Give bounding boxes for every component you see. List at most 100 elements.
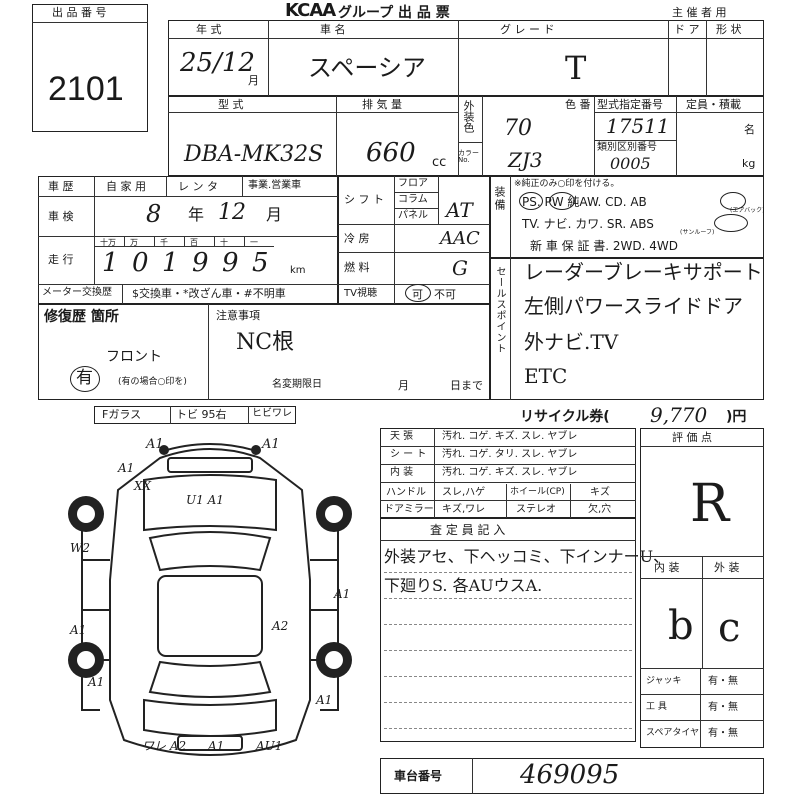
sales-point-4: ETC bbox=[524, 364, 568, 388]
abs-circle bbox=[714, 214, 748, 232]
exterior-grade: c bbox=[718, 605, 741, 651]
windshield bbox=[148, 531, 272, 572]
damage-mark-rear-center: A1 bbox=[208, 739, 225, 753]
car-damage-diagram bbox=[68, 443, 352, 756]
mileage-label: 走 行 bbox=[48, 253, 74, 266]
year-label: 年 式 bbox=[196, 23, 222, 36]
chassis-label: 車台番号 bbox=[394, 769, 443, 783]
hood-outline bbox=[143, 474, 277, 532]
specs-frame bbox=[338, 176, 490, 304]
tool-label-0: ジャッキ bbox=[646, 676, 682, 686]
mileage-unit-0: 十万 bbox=[100, 238, 116, 247]
deadline-day: 日まで bbox=[450, 379, 483, 392]
tool-value-2: 有・無 bbox=[708, 728, 738, 739]
mileage-digit-4: 9 bbox=[222, 248, 239, 278]
color-no-label: カラーNo. bbox=[458, 149, 479, 164]
shape-label: 形 状 bbox=[716, 23, 742, 36]
name-change-deadline-label: 名変期限日 bbox=[272, 379, 322, 390]
displacement-value: 660 bbox=[366, 138, 416, 168]
front-grille bbox=[167, 457, 253, 473]
tv-yes-circle bbox=[405, 284, 431, 302]
km-label: km bbox=[290, 265, 306, 276]
repair-front: フロント bbox=[106, 349, 162, 365]
damage-mark-rear-crack: ワレ A2 bbox=[142, 739, 187, 753]
mirror-label: ドアミラー bbox=[384, 504, 434, 515]
meter-note: $交換車・*改ざん車・#不明車 bbox=[132, 287, 286, 300]
ac-value: AAC bbox=[440, 228, 480, 249]
roof-outline bbox=[157, 575, 263, 657]
recycle-suffix: )円 bbox=[726, 409, 747, 425]
ac-label: 冷 房 bbox=[344, 232, 370, 245]
stereo-option: 欠,穴 bbox=[588, 504, 612, 515]
sunroof-note: (サンルーフ) bbox=[680, 229, 715, 236]
damage-mark-xx: XX bbox=[134, 479, 152, 493]
tool-label-2: スペアタイヤ bbox=[646, 728, 700, 738]
sales-points-label: セールスポイント bbox=[494, 266, 505, 354]
glass-chip: トビ 95右 bbox=[176, 408, 227, 421]
car-name-value: スペーシア bbox=[308, 54, 426, 82]
notes-value: NC根 bbox=[236, 330, 295, 355]
wheel-label: ホイール(CP) bbox=[510, 487, 565, 497]
stereo-label: ステレオ bbox=[516, 504, 556, 515]
model-designation-value: 17511 bbox=[606, 114, 670, 138]
damage-mark-front-left: A1 bbox=[146, 437, 164, 452]
equipment-line3: 新 車 保 証 書. 2WD. 4WD bbox=[530, 239, 678, 253]
exterior-color-label: 外装色 bbox=[462, 100, 475, 133]
history-option-private: 自 家 用 bbox=[106, 180, 146, 193]
damage-mark-w2: W2 bbox=[70, 541, 90, 555]
inspection-label: 車 検 bbox=[48, 210, 74, 223]
row1-frame bbox=[168, 20, 764, 96]
repair-present-circle bbox=[70, 366, 100, 392]
inspector-label: 査 定 員 記 入 bbox=[430, 523, 506, 537]
glass-frame bbox=[94, 406, 296, 424]
wheel-option: キズ bbox=[590, 487, 610, 498]
damage-mark-right-door: A1 bbox=[334, 587, 351, 601]
airbag-note: (エアバック) bbox=[730, 207, 765, 214]
trunk-outline bbox=[143, 698, 277, 737]
interior-grade: b bbox=[668, 603, 694, 649]
sales-point-2: 左側パワースライドドア bbox=[524, 294, 743, 318]
condition-options-2: 汚れ. コゲ. キズ. スレ. ヤブレ bbox=[442, 467, 578, 478]
model-designation-label: 型式指定番号 bbox=[597, 98, 663, 111]
shift-panel: パネル bbox=[398, 210, 428, 221]
handle-options: スレ,ハゲ bbox=[442, 487, 486, 498]
color-code: ZJ3 bbox=[508, 148, 543, 172]
car-name-label: 車 名 bbox=[320, 23, 346, 36]
front-bumper bbox=[159, 443, 261, 453]
history-frame bbox=[38, 176, 338, 304]
rear-plate bbox=[177, 735, 243, 751]
condition-part-2: 内 装 bbox=[390, 467, 414, 478]
chassis-number: 469095 bbox=[520, 760, 620, 790]
rear-window bbox=[148, 660, 272, 698]
damage-mark-front-right: A1 bbox=[262, 437, 280, 452]
mirror-options: キズ,ワレ bbox=[442, 504, 486, 515]
condition-part-0: 天 張 bbox=[390, 431, 414, 442]
damage-mark-left-door: A1 bbox=[70, 623, 87, 637]
model-label: 型 式 bbox=[218, 98, 244, 111]
exterior-grade-label: 外 装 bbox=[714, 561, 740, 574]
chassis-frame bbox=[380, 758, 764, 794]
condition-table bbox=[380, 428, 636, 518]
mileage-digit-0: 1 bbox=[102, 248, 119, 278]
condition-options-1: 汚れ. コゲ. タリ. スレ. ヤブレ bbox=[442, 449, 578, 460]
ps-circle bbox=[519, 192, 543, 210]
meter-exchange-label: メーター交換歴 bbox=[42, 287, 112, 298]
shift-column: コラム bbox=[398, 194, 428, 205]
mileage-unit-3: 百 bbox=[190, 238, 198, 247]
car-body-outline bbox=[109, 448, 311, 756]
sheet-title: グループ 出 品 票 bbox=[338, 5, 450, 21]
damage-mark-rear-right: AU1 bbox=[256, 739, 283, 753]
color-value: 70 bbox=[504, 116, 532, 141]
mileage-digit-3: 9 bbox=[192, 248, 209, 278]
glass-front: Fガラス bbox=[102, 408, 142, 421]
cc-label: cc bbox=[432, 155, 447, 170]
tool-value-0: 有・無 bbox=[708, 676, 738, 687]
deadline-month: 月 bbox=[398, 379, 409, 392]
lot-number-label: 出 品 番 号 bbox=[52, 6, 107, 19]
grade-value: T bbox=[565, 49, 587, 87]
category-value: 0005 bbox=[610, 154, 651, 173]
mileage-unit-4: 十 bbox=[220, 238, 228, 247]
capacity-label: 定員・積載 bbox=[686, 98, 741, 111]
recycle-value: 9,770 bbox=[650, 403, 708, 427]
score-label: 評 価 点 bbox=[672, 431, 712, 444]
